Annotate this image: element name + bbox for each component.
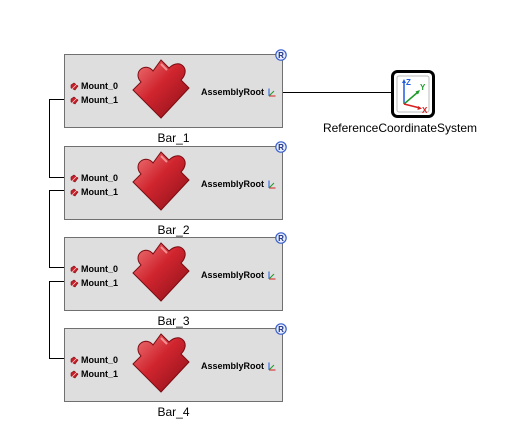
port-mount-0[interactable]: Mount_0 — [70, 263, 118, 275]
axis-y-label: Y — [420, 83, 426, 92]
mount-port-icon — [70, 188, 79, 196]
mount-port-icon — [70, 96, 79, 104]
badge-letter: R — [278, 234, 284, 243]
port-label: AssemblyRoot — [200, 87, 264, 97]
frame-port-icon — [268, 271, 276, 279]
axis-x-label: X — [422, 106, 428, 115]
r-badge-icon: R — [275, 323, 287, 335]
coordinate-axes-icon: Z Y X — [391, 70, 435, 118]
frame-port-icon — [268, 362, 276, 370]
puzzle-piece-icon — [132, 242, 190, 302]
mount-port-icon — [70, 356, 79, 364]
port-assembly-root[interactable]: AssemblyRoot — [201, 178, 277, 190]
r-badge-icon: R — [275, 49, 287, 61]
port-label: AssemblyRoot — [200, 361, 264, 371]
port-label: Mount_0 — [81, 355, 118, 365]
port-mount-0[interactable]: Mount_0 — [70, 80, 118, 92]
mount-port-icon — [70, 265, 79, 273]
port-label: Mount_1 — [81, 278, 118, 288]
mount-port-icon — [70, 370, 79, 378]
axis-z-label: Z — [406, 78, 411, 87]
wire-bar3-mount1-to-bar4-mount0 — [49, 281, 66, 359]
reference-coordinate-system-block[interactable]: Z Y X — [391, 70, 435, 118]
badge-letter: R — [278, 143, 284, 152]
mount-port-icon — [70, 279, 79, 287]
port-label: Mount_0 — [81, 173, 118, 183]
block-label: Bar_1 — [157, 131, 190, 145]
block-label: Bar_4 — [157, 405, 190, 419]
port-mount-1[interactable]: Mount_1 — [70, 277, 118, 289]
r-badge-icon: R — [275, 141, 287, 153]
reference-label: ReferenceCoordinateSystem — [322, 121, 478, 135]
port-mount-1[interactable]: Mount_1 — [70, 368, 118, 380]
badge-letter: R — [278, 325, 284, 334]
badge-letter: R — [278, 51, 284, 60]
r-badge-icon: R — [275, 232, 287, 244]
port-label: AssemblyRoot — [200, 270, 264, 280]
port-label: Mount_0 — [81, 264, 118, 274]
puzzle-piece-icon — [132, 151, 190, 211]
frame-port-icon — [268, 180, 276, 188]
mount-port-icon — [70, 174, 79, 182]
frame-port-icon — [268, 88, 276, 96]
wire-bar2-mount1-to-bar3-mount0 — [49, 190, 66, 268]
port-label: Mount_1 — [81, 95, 118, 105]
port-mount-1[interactable]: Mount_1 — [70, 94, 118, 106]
port-assembly-root[interactable]: AssemblyRoot — [201, 360, 277, 372]
port-label: Mount_1 — [81, 187, 118, 197]
port-mount-1[interactable]: Mount_1 — [70, 186, 118, 198]
port-label: AssemblyRoot — [200, 179, 264, 189]
block-label: Bar_3 — [157, 314, 190, 328]
port-label: Mount_0 — [81, 81, 118, 91]
port-assembly-root[interactable]: AssemblyRoot — [201, 269, 277, 281]
port-mount-0[interactable]: Mount_0 — [70, 354, 118, 366]
block-label: Bar_2 — [157, 223, 190, 237]
puzzle-piece-icon — [132, 59, 190, 119]
mount-port-icon — [70, 82, 79, 90]
port-assembly-root[interactable]: AssemblyRoot — [201, 86, 277, 98]
port-label: Mount_1 — [81, 369, 118, 379]
port-mount-0[interactable]: Mount_0 — [70, 172, 118, 184]
wire-bar1-mount1-to-bar2-mount0 — [49, 99, 66, 178]
puzzle-piece-icon — [132, 333, 190, 393]
